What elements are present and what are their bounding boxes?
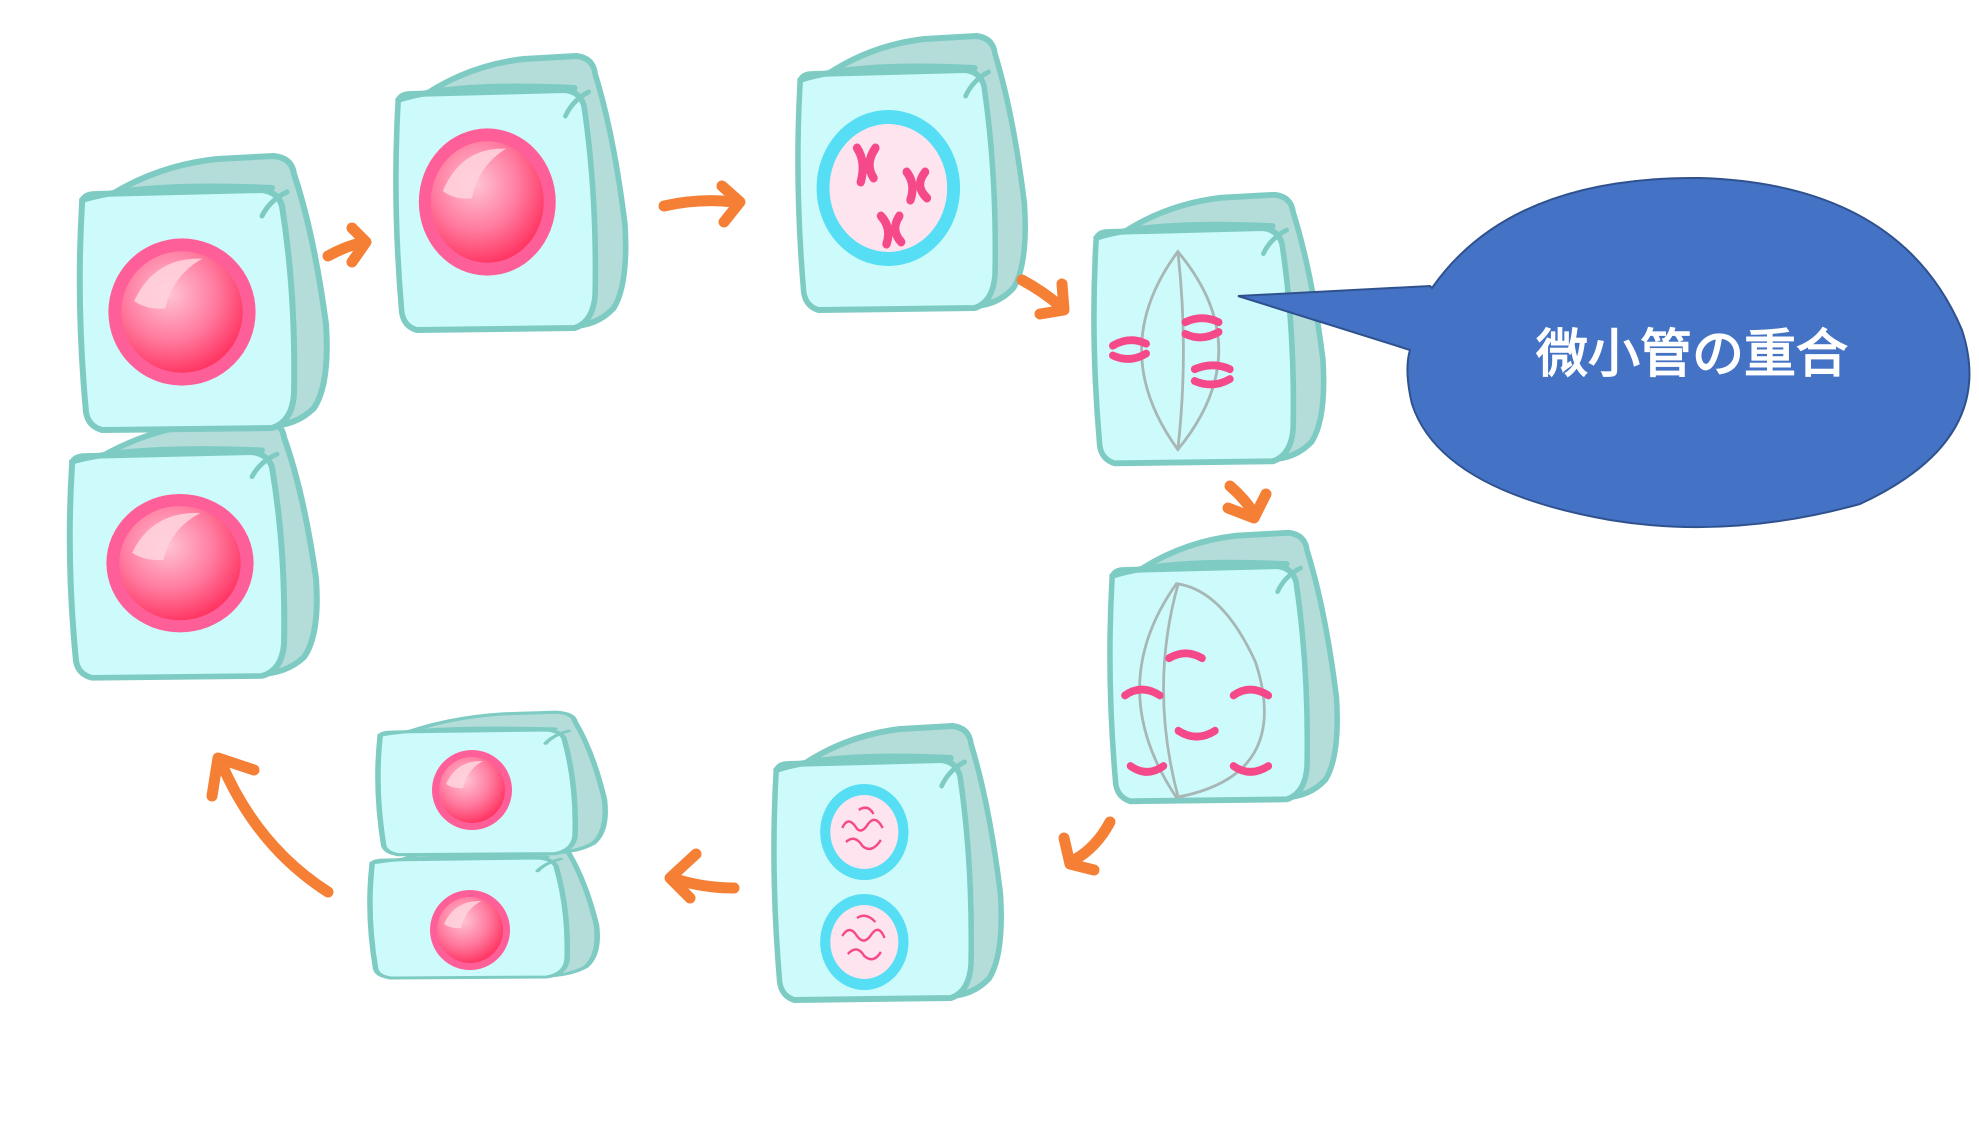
aligned-chromosomes [1109, 314, 1234, 389]
cell-stage-4 [1094, 195, 1324, 464]
chromatin [841, 914, 886, 961]
cell-stage-3 [798, 36, 1025, 310]
chromatin [841, 806, 884, 851]
spindle [1140, 249, 1221, 452]
cell-stage-1-bottom [70, 420, 317, 678]
callout-bubble: 微小管の重合 [1237, 176, 1971, 529]
arrow-2-to-3 [658, 180, 746, 228]
cell-stage-1-top [80, 156, 327, 430]
arrow-3-to-4 [1016, 274, 1070, 320]
arrow-5-to-6 [1058, 816, 1116, 876]
cell-stage-5 [1110, 533, 1337, 802]
cell-stage-2 [396, 56, 626, 330]
separating-chromosomes [1121, 649, 1273, 776]
arrow-7-to-1 [206, 752, 334, 898]
chromosomes [852, 143, 932, 249]
cell-stage-6 [774, 726, 1001, 1000]
cycle-arrows [206, 180, 1272, 904]
arrow-4-to-5 [1222, 480, 1272, 524]
callout-label: 微小管の重合 [1535, 325, 1848, 385]
arrow-6-to-7 [664, 848, 740, 904]
arrow-1-to-2 [322, 222, 372, 268]
